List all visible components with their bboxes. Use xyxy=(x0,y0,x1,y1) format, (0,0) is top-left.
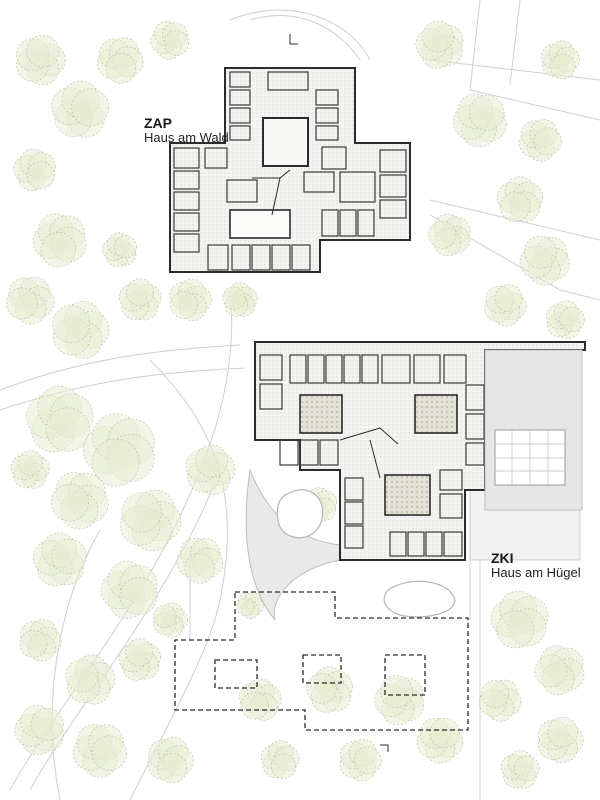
tree xyxy=(428,213,471,257)
tree xyxy=(50,472,109,530)
tree xyxy=(546,300,585,340)
tree xyxy=(534,645,585,696)
tree xyxy=(150,21,190,60)
tree xyxy=(222,282,258,317)
label-zap-name: Haus am Wald xyxy=(144,130,229,146)
tree xyxy=(65,654,116,705)
tree xyxy=(13,148,56,191)
tree xyxy=(185,444,236,495)
tree xyxy=(19,619,62,662)
tree xyxy=(176,537,224,584)
tree xyxy=(415,20,464,69)
tree xyxy=(118,278,162,321)
tree xyxy=(478,679,522,722)
tree xyxy=(120,489,182,552)
tree xyxy=(16,34,66,86)
building-zki-plan xyxy=(245,341,586,752)
tree xyxy=(100,561,158,619)
tree xyxy=(537,716,584,764)
tree-canopy xyxy=(6,20,585,789)
tree xyxy=(236,591,264,619)
tree xyxy=(260,740,300,779)
tree xyxy=(496,176,544,223)
tree xyxy=(339,738,382,782)
tree xyxy=(519,119,562,162)
label-zap-code: ZAP xyxy=(144,115,172,131)
tree xyxy=(10,450,50,489)
tree xyxy=(306,666,353,713)
tree xyxy=(6,276,55,325)
building-zap-plan xyxy=(169,34,411,273)
tree xyxy=(416,717,464,764)
tree xyxy=(500,750,540,789)
tree xyxy=(26,385,94,453)
tree xyxy=(72,724,128,778)
tree xyxy=(169,278,212,322)
tree xyxy=(97,37,144,84)
label-zki: ZKI Haus am Hügel xyxy=(491,550,581,581)
tree xyxy=(82,413,155,487)
tree xyxy=(51,80,110,138)
tree xyxy=(239,678,282,721)
tree xyxy=(484,284,527,327)
tree xyxy=(118,638,161,681)
tree xyxy=(452,93,507,148)
tree xyxy=(541,40,580,80)
label-zap: ZAP Haus am Wald xyxy=(144,115,229,146)
planned-building-outline xyxy=(174,591,469,731)
tree xyxy=(32,532,87,586)
tree xyxy=(102,232,137,268)
tree xyxy=(153,602,188,638)
tree xyxy=(147,736,194,784)
tree xyxy=(32,213,87,268)
tree xyxy=(519,235,570,286)
tree xyxy=(52,300,110,359)
tree xyxy=(374,675,425,726)
label-zki-code: ZKI xyxy=(491,550,514,566)
label-zki-name: Haus am Hügel xyxy=(491,565,581,581)
tree xyxy=(14,705,64,756)
tree xyxy=(490,590,549,649)
